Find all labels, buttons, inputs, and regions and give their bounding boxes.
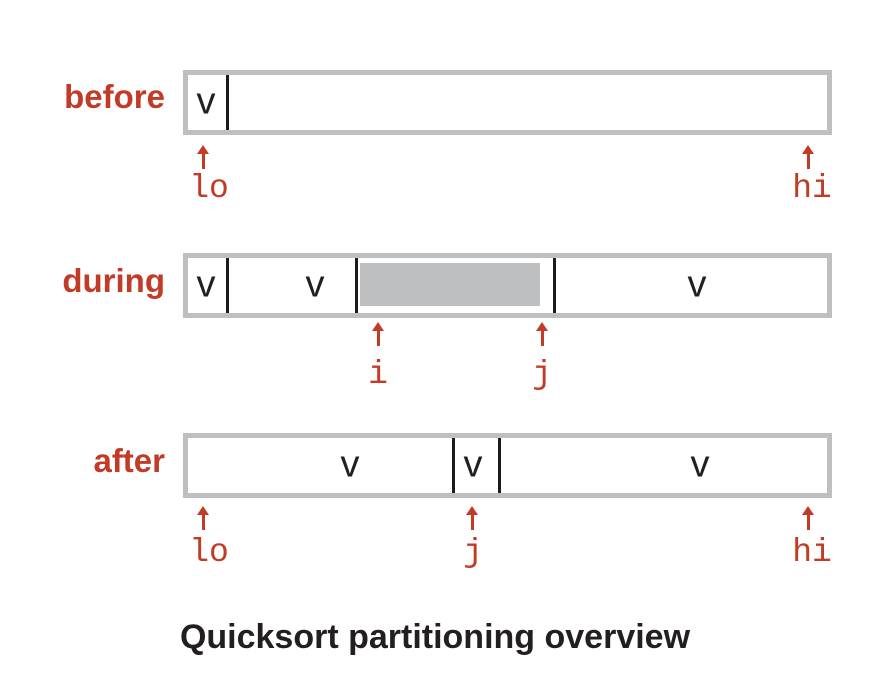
cell-divider [452,438,455,493]
arrow-shaft [201,515,205,530]
pointer-label-lo: lo [189,170,229,207]
array-after: v v v [183,433,832,498]
up-arrow-icon [196,506,210,530]
arrow-head [536,322,548,331]
less-than-pivot-region-value: v [305,262,325,305]
greater-than-pivot-region-value: v [690,442,710,485]
arrow-shaft [540,331,544,346]
up-arrow-icon [801,145,815,169]
arrow-head [802,506,814,515]
arrow-head [466,506,478,515]
arrow-shaft [806,154,810,169]
greater-than-pivot-region-value: v [687,262,707,305]
up-arrow-icon [801,506,815,530]
arrow-shaft [201,154,205,169]
cell-divider [553,258,556,313]
arrow-head [197,506,209,515]
row-label-before: before [64,78,165,115]
arrow-shaft [376,331,380,346]
up-arrow-icon [465,506,479,530]
arrow-head [197,145,209,154]
cell-divider [355,258,358,313]
pointer-label-j: j [463,534,483,571]
cell-divider [226,75,229,130]
arrow-shaft [806,515,810,530]
arrow-head [802,145,814,154]
pointer-label-lo: lo [189,534,229,571]
pivot-value: v [196,262,216,305]
array-during: v v v [183,253,832,318]
less-than-pivot-region-value: v [340,442,360,485]
up-arrow-icon [371,322,385,346]
pointer-label-i: i [368,356,388,393]
unexamined-region [360,263,540,306]
cell-divider [498,438,501,493]
pointer-label-hi: hi [792,534,832,571]
arrow-head [372,322,384,331]
pivot-value: v [463,442,483,485]
up-arrow-icon [535,322,549,346]
array-before: v [183,70,832,135]
up-arrow-icon [196,145,210,169]
row-label-after: after [93,442,165,479]
pivot-value: v [196,79,216,122]
pointer-label-j: j [532,356,552,393]
cell-divider [226,258,229,313]
row-label-during: during [62,262,165,299]
pointer-label-hi: hi [792,170,832,207]
arrow-shaft [470,515,474,530]
diagram-caption: Quicksort partitioning overview [179,618,691,656]
